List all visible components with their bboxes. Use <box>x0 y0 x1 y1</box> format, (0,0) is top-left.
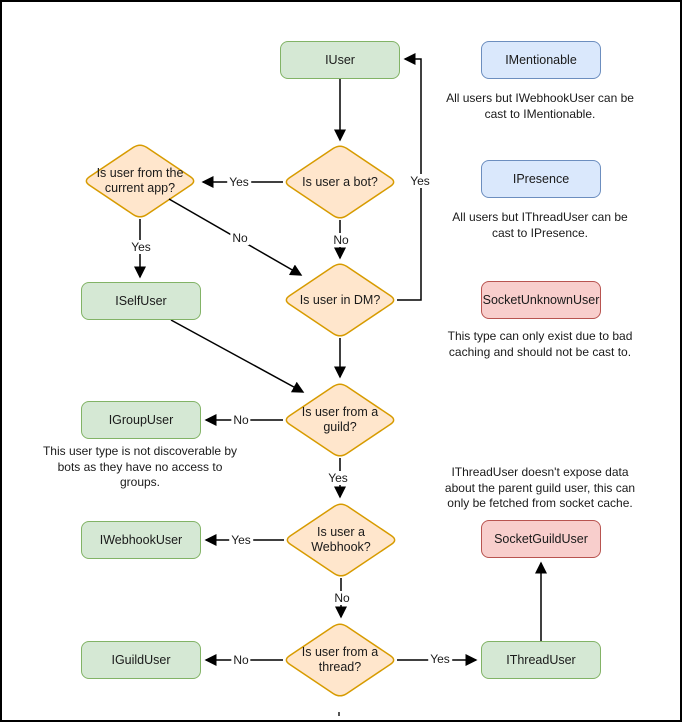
edge-label-bot-yes: Yes <box>227 175 251 189</box>
decision-shape-is-bot <box>285 145 395 219</box>
decision-is-dm-label: Is user in DM? <box>299 292 381 307</box>
node-socketguilduser: SocketGuildUser <box>481 520 601 558</box>
node-iguilduser: IGuildUser <box>81 641 201 679</box>
decision-shape-is-dm <box>285 263 395 337</box>
node-ipresence: IPresence <box>481 160 601 198</box>
annotation-socket-unknown: This type can only exist due to bad cach… <box>430 329 650 360</box>
annotation-ithread: IThreadUser doesn't expose data about th… <box>425 465 655 512</box>
node-socketguilduser-label: SocketGuildUser <box>494 532 588 546</box>
node-iuser: IUser <box>280 41 400 79</box>
node-iselfuser: ISelfUser <box>81 282 201 320</box>
annotation-imentionable-line1: All users but IWebhookUser can be <box>446 91 634 105</box>
edge-label-guild-yes: Yes <box>326 471 350 485</box>
node-socketunknownuser-label: SocketUnknownUser <box>482 293 600 307</box>
node-iuser-label: IUser <box>325 53 355 67</box>
edge-label-bot-no: No <box>331 233 351 247</box>
node-socketunknownuser: SocketUnknownUser <box>481 281 601 319</box>
node-igroupuser: IGroupUser <box>81 401 201 439</box>
annotation-imentionable-line2: cast to IMentionable. <box>484 106 596 121</box>
edge-label-current-app-no: No <box>230 231 250 245</box>
annotation-igroup: This user type is not discoverable by bo… <box>30 444 250 491</box>
edge-label-guild-no: No <box>231 413 251 427</box>
node-iguilduser-label: IGuildUser <box>111 653 171 667</box>
annotation-ithread-line1: IThreadUser doesn't expose data <box>451 465 629 479</box>
annotation-igroup-line1: This user type is not discoverable by <box>42 444 238 458</box>
node-imentionable-label: IMentionable <box>505 53 577 67</box>
node-iwebhookuser: IWebhookUser <box>81 521 201 559</box>
annotation-ipresence-line2: cast to IPresence. <box>491 225 589 240</box>
annotation-socket-unknown-line1: This type can only exist due to bad <box>447 329 633 343</box>
annotation-ipresence-line1: All users but IThreadUser can be <box>452 210 628 224</box>
node-iwebhookuser-label: IWebhookUser <box>99 533 183 547</box>
edge-label-thread-yes: Yes <box>428 652 452 666</box>
annotation-socket-unknown-line2: caching and should not be cast to. <box>448 344 632 359</box>
node-iselfuser-label: ISelfUser <box>115 294 167 308</box>
annotation-igroup-line2: bots as they have no access to <box>57 459 223 474</box>
node-imentionable: IMentionable <box>481 41 601 79</box>
node-ithreaduser: IThreadUser <box>481 641 601 679</box>
decision-is-webhook-label: Is user a Webhook? <box>311 525 371 554</box>
edge-label-webhook-no: No <box>332 591 352 605</box>
arrow-iselfuser-to-isguild <box>170 319 305 393</box>
annotation-ithread-line3: only be fetched from socket cache. <box>447 496 633 510</box>
annotation-igroup-line3: groups. <box>119 475 161 489</box>
annotation-imentionable: All users but IWebhookUser can be cast t… <box>430 91 650 122</box>
edge-label-webhook-yes: Yes <box>229 533 253 547</box>
edge-label-thread-no: No <box>231 653 251 667</box>
decision-shape-is-current-app <box>85 144 195 218</box>
decision-is-guild-label: Is user from a guild? <box>301 405 379 434</box>
decision-is-bot-label: Is user a bot? <box>302 174 378 189</box>
node-igroupuser-label: IGroupUser <box>108 413 174 427</box>
decision-is-current-app-label: Is user from the current app? <box>96 166 184 195</box>
decision-shape-is-webhook <box>286 503 396 577</box>
decision-is-thread-label: Is user from a thread? <box>301 645 379 674</box>
edge-label-dm-yes: Yes <box>408 174 432 188</box>
edge-label-current-app-yes: Yes <box>129 240 153 254</box>
decision-shape-is-guild <box>285 383 395 457</box>
node-ithreaduser-label: IThreadUser <box>506 653 576 667</box>
node-ipresence-label: IPresence <box>512 172 570 186</box>
annotation-ipresence: All users but IThreadUser can be cast to… <box>430 210 650 241</box>
annotation-ithread-line2: about the parent guild user, this can <box>444 480 636 495</box>
decision-shape-is-thread <box>285 623 395 697</box>
